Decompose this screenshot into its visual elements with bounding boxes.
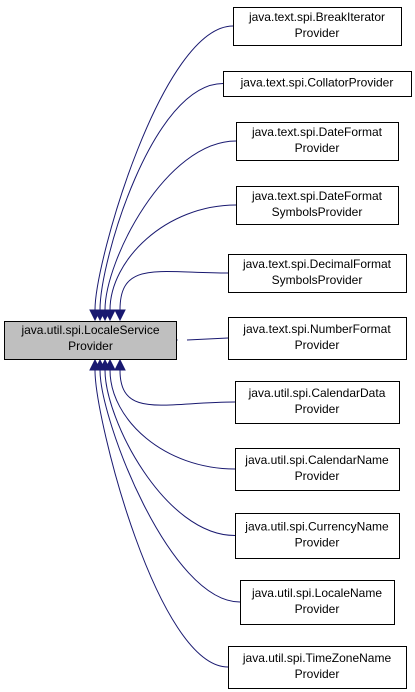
derived-class-box[interactable]	[235, 448, 400, 491]
derived-class-label-line-1: java.text.spi.DecimalFormat	[242, 257, 392, 271]
arrowhead-java-text-spi-dateformatsymbolsprovider	[104, 309, 116, 322]
inheritance-edge-java-text-spi-breakiteratorprovider	[94, 25, 234, 311]
derived-class-label-line-1: java.text.spi.DateFormat	[251, 125, 383, 139]
inheritance-edge-java-util-spi-currencynameprovider	[104, 369, 236, 536]
derived-class-label-line-2: Provider	[295, 602, 340, 616]
derived-class-label-line-1: java.util.spi.CalendarData	[248, 386, 386, 400]
derived-class-label-line-2: SymbolsProvider	[272, 273, 363, 287]
derived-class-label-line-2: Provider	[295, 26, 340, 40]
derived-class-box[interactable]	[236, 186, 399, 225]
derived-class-node-java-text-spi-collatorprovider[interactable]: java.text.spi.CollatorProvider	[223, 71, 412, 97]
inheritance-edge-java-text-spi-decimalformatsymbolsprovider	[119, 271, 229, 311]
derived-class-box[interactable]	[228, 646, 407, 689]
derived-class-label-line-1: java.text.spi.CollatorProvider	[240, 76, 394, 90]
derived-class-label-line-2: Provider	[295, 536, 340, 550]
derived-class-label-line-2: SymbolsProvider	[272, 205, 363, 219]
derived-class-label-line-1: java.text.spi.NumberFormat	[242, 322, 391, 336]
base-class-label-line-1: java.util.spi.LocaleService	[20, 323, 159, 337]
base-class-label-line-2: Provider	[68, 339, 113, 353]
inheritance-edge-java-text-spi-dateformatsymbolsprovider	[109, 204, 237, 311]
derived-class-label-line-2: Provider	[295, 402, 340, 416]
base-class-box[interactable]	[4, 321, 177, 360]
inheritance-edges	[89, 25, 241, 668]
inheritance-edge-java-util-spi-timezonenameprovider	[94, 369, 229, 668]
derived-class-label-line-2: Provider	[295, 338, 340, 352]
inheritance-edge-java-text-spi-collatorprovider	[99, 83, 224, 311]
derived-class-box[interactable]	[228, 317, 407, 360]
arrowhead-java-text-spi-decimalformatsymbolsprovider	[114, 309, 126, 322]
derived-class-box[interactable]	[233, 7, 402, 46]
inheritance-edge-java-util-spi-localenameprovider	[99, 369, 241, 603]
derived-class-label-line-1: java.text.spi.DateFormat	[251, 189, 383, 203]
derived-class-node-java-text-spi-decimalformatsymbolsprovider[interactable]: java.text.spi.DecimalFormatSymbolsProvid…	[228, 254, 407, 293]
base-class-node[interactable]: java.util.spi.LocaleService Provider	[4, 321, 177, 360]
inheritance-edge-java-text-spi-dateformatprovider	[104, 140, 237, 311]
derived-class-label-line-2: Provider	[295, 469, 340, 483]
derived-class-box[interactable]	[240, 580, 395, 625]
inheritance-edge-java-text-spi-numberformatprovider	[186, 337, 229, 341]
derived-class-label-line-1: java.util.spi.CurrencyName	[244, 520, 389, 534]
derived-class-box[interactable]	[223, 71, 412, 97]
inheritance-edge-java-util-spi-calendarnameprovider	[109, 369, 236, 470]
derived-class-box[interactable]	[228, 254, 407, 293]
inheritance-edge-java-util-spi-calendardataprovider	[119, 369, 236, 406]
arrowhead-java-util-spi-timezonenameprovider	[89, 358, 101, 371]
derived-class-label-line-1: java.text.spi.BreakIterator	[248, 10, 385, 24]
derived-class-label-line-2: Provider	[295, 667, 340, 681]
derived-class-label-line-1: java.util.spi.TimeZoneName	[242, 651, 392, 665]
class-nodes: java.util.spi.LocaleService Provider jav…	[4, 7, 412, 689]
derived-class-label-line-1: java.util.spi.LocaleName	[251, 586, 382, 600]
derived-class-box[interactable]	[235, 381, 400, 424]
derived-class-label-line-1: java.util.spi.CalendarName	[244, 453, 389, 467]
derived-class-label-line-2: Provider	[295, 141, 340, 155]
arrowhead-java-util-spi-calendardataprovider	[114, 358, 126, 371]
derived-class-box[interactable]	[236, 122, 399, 161]
derived-class-box[interactable]	[235, 513, 400, 559]
